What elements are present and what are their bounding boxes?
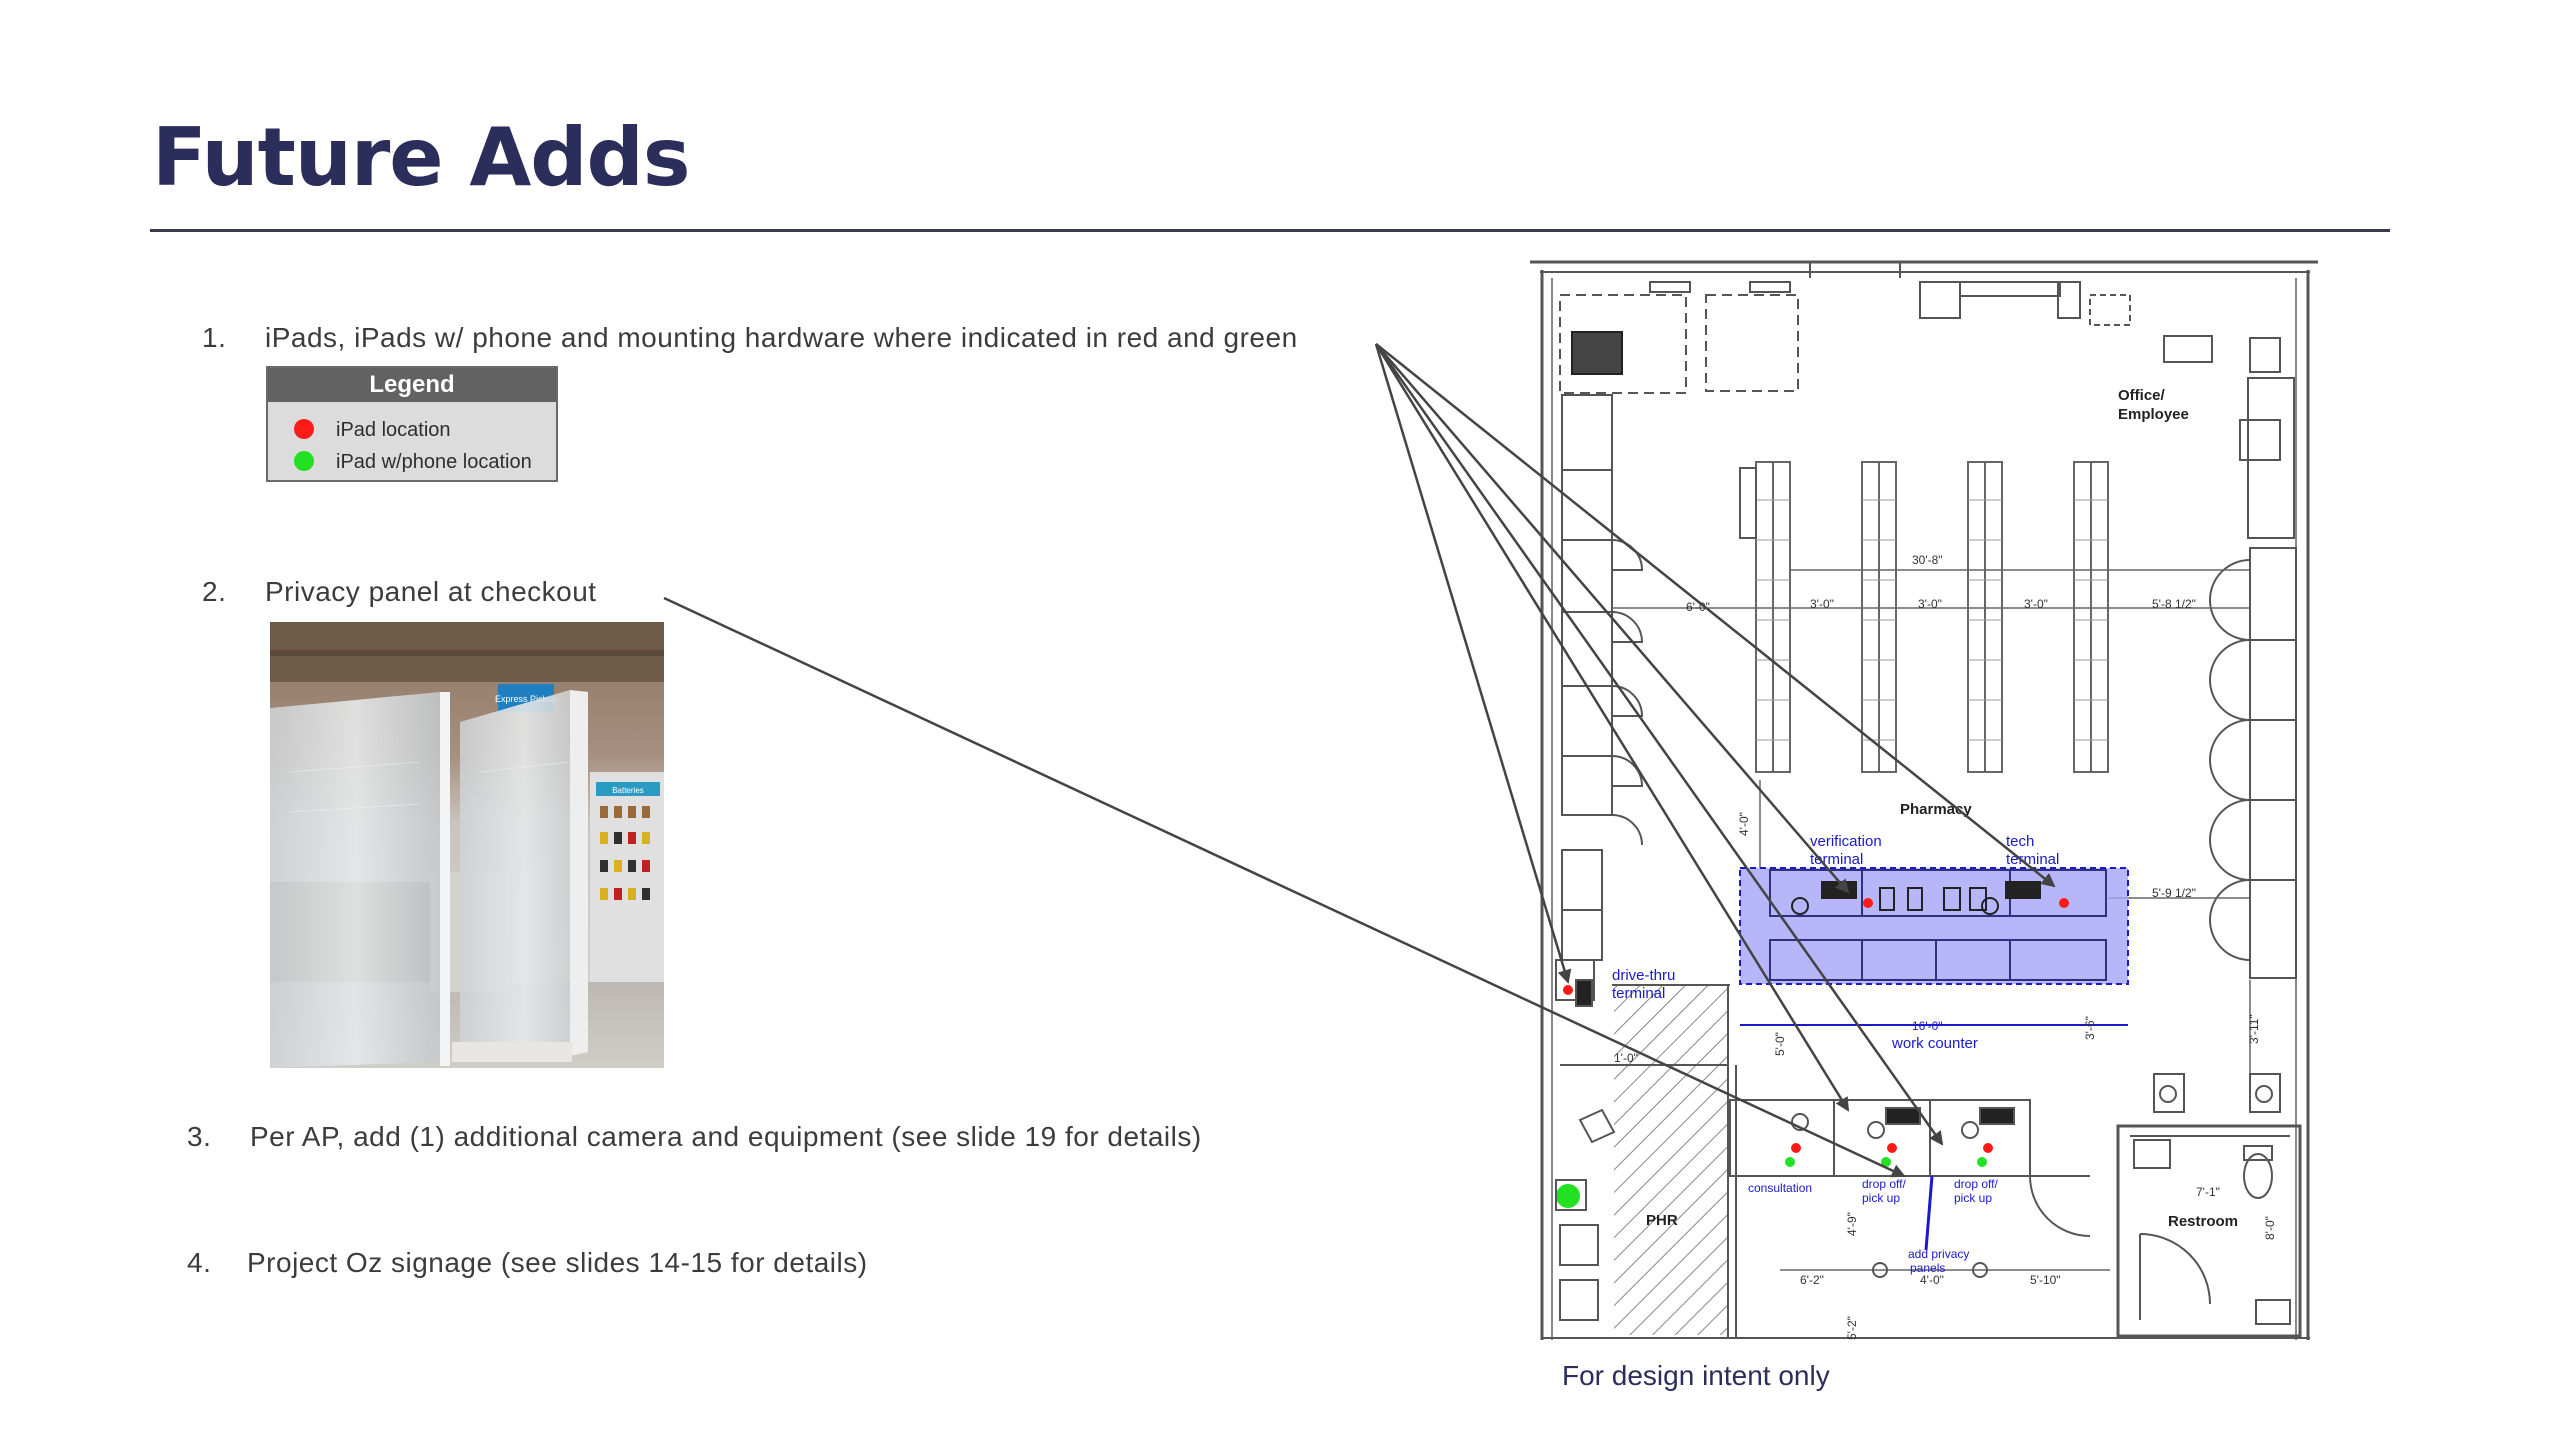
- dim-label: 1'-0": [1614, 1051, 1638, 1065]
- floorplan-text: Office/ Employee Pharmacy Restroom PHR 3…: [1612, 387, 2277, 1340]
- legend-box: Legend iPad location iPad w/phone locati…: [266, 366, 558, 482]
- dim-label: 4'-0": [1737, 812, 1751, 836]
- dim-label: 6'-0": [1686, 600, 1710, 614]
- label-work-counter: work counter: [1891, 1035, 1978, 1052]
- design-intent-note: For design intent only: [1562, 1360, 1830, 1391]
- dim-label: 8'-0": [2263, 1216, 2277, 1240]
- dim-label: 5'-9 1/2": [2152, 886, 2196, 900]
- item-number: 1.: [202, 322, 227, 353]
- room-label-phr: PHR: [1646, 1212, 1678, 1229]
- room-label-pharmacy: Pharmacy: [1900, 801, 1972, 818]
- dim-label: 4'-9": [1845, 1212, 1859, 1236]
- label-verification-terminal: terminal: [1810, 851, 1863, 868]
- item-text: Per AP, add (1) additional camera and eq…: [250, 1121, 1202, 1152]
- photo-sign-text: Express Pickup: [495, 694, 557, 704]
- item-number: 2.: [202, 576, 227, 607]
- dim-label: 5'-2": [1845, 1316, 1859, 1340]
- red-dot-icon: [294, 419, 314, 439]
- item-number: 3.: [187, 1121, 212, 1152]
- dim-label: 7'-1": [2196, 1185, 2220, 1199]
- label-drop-off: drop off/: [1862, 1177, 1906, 1191]
- legend-title: Legend: [268, 368, 556, 402]
- legend-label: iPad w/phone location: [336, 451, 532, 473]
- dim-label: 5'-10": [2030, 1273, 2061, 1287]
- photo-sign-text: Batteries: [612, 786, 644, 795]
- dim-label: 3'-0": [2024, 597, 2048, 611]
- dim-label: 16'-0": [1912, 1019, 1943, 1033]
- item-text: Project Oz signage (see slides 14-15 for…: [247, 1247, 868, 1278]
- label-drive-thru-terminal: drive-thru: [1612, 967, 1675, 984]
- room-label-office: Employee: [2118, 406, 2189, 423]
- item-text: Privacy panel at checkout: [265, 576, 597, 607]
- legend-label: iPad location: [336, 419, 451, 441]
- item-text: iPads, iPads w/ phone and mounting hardw…: [265, 322, 1298, 353]
- dim-label: 5'-0": [1773, 1032, 1787, 1056]
- label-verification-terminal: verification: [1810, 833, 1882, 850]
- dim-label: 3'-6": [2083, 1016, 2097, 1040]
- label-add-privacy-panels: panels: [1910, 1261, 1945, 1275]
- label-tech-terminal: terminal: [2006, 851, 2059, 868]
- dim-label: 4'-0": [1920, 1273, 1944, 1287]
- green-dot-icon: [294, 451, 314, 471]
- label-drop-off: drop off/: [1954, 1177, 1998, 1191]
- dim-label: 5'-8 1/2": [2152, 597, 2196, 611]
- slide-title: Future Adds: [152, 111, 690, 204]
- label-tech-terminal: tech: [2006, 833, 2034, 850]
- dim-label: 6'-2": [1800, 1273, 1824, 1287]
- dim-label: 30'-8": [1912, 553, 1943, 567]
- label-drop-off: pick up: [1954, 1191, 1992, 1205]
- dim-label: 3'-0": [1810, 597, 1834, 611]
- privacy-panel-photo: Express Pickup Batteries: [270, 622, 664, 1068]
- label-drive-thru-terminal: terminal: [1612, 985, 1665, 1002]
- item-number: 4.: [187, 1247, 212, 1278]
- room-label-restroom: Restroom: [2168, 1213, 2238, 1230]
- leader-lines: [663, 343, 2056, 1178]
- label-consultation: consultation: [1748, 1181, 1812, 1195]
- room-label-office: Office/: [2118, 387, 2166, 404]
- dim-label: 3'-0": [1918, 597, 1942, 611]
- label-drop-off: pick up: [1862, 1191, 1900, 1205]
- label-add-privacy-panels: add privacy: [1908, 1247, 1969, 1261]
- dim-label: 3'-11": [2247, 1014, 2261, 1044]
- title-underline: [150, 229, 2390, 232]
